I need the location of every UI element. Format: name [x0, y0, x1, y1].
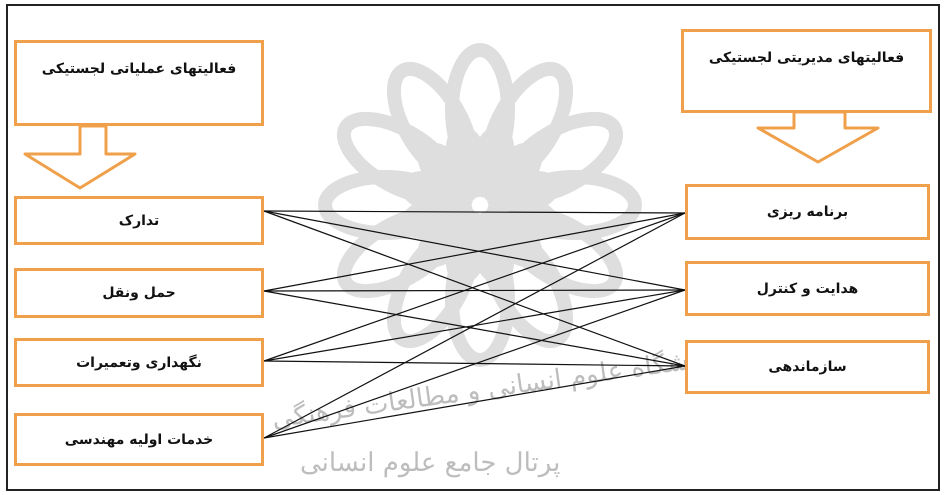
emblem-inner-petal — [445, 125, 491, 198]
right-item-organizing: سازماندهی — [685, 340, 930, 394]
connector-line-3-2 — [263, 365, 686, 439]
left-down-arrow — [23, 124, 137, 190]
connector-line-1-1 — [263, 289, 686, 292]
right-header-box: فعالیتهای مدیریتی لجستیکی — [681, 29, 932, 113]
right-item-direction-control: هدایت و کنترل — [685, 261, 930, 316]
left-item-engineering-services: خدمات اولیه مهندسی — [14, 413, 264, 466]
connector-line-1-2 — [263, 290, 686, 367]
watermark-text-line2: پرتال جامع علوم انسانی — [300, 448, 561, 478]
connector-line-0-0 — [263, 210, 686, 214]
left-item-maintenance: نگهداری وتعمیرات — [14, 338, 264, 387]
left-header-box: فعالیتهای عملیاتی لجستیکی — [14, 40, 264, 126]
left-item-procurement: تدارک — [14, 196, 264, 245]
connector-line-0-1 — [263, 210, 686, 291]
connector-line-3-1 — [263, 289, 686, 439]
connector-line-1-0 — [263, 212, 686, 292]
right-item-planning: برنامه ریزی — [685, 184, 930, 240]
connector-line-3-0 — [263, 212, 686, 439]
left-item-transportation: حمل ونقل — [14, 268, 264, 318]
right-down-arrow — [756, 110, 880, 164]
connector-line-0-2 — [263, 210, 686, 367]
connector-line-2-0 — [263, 212, 686, 362]
